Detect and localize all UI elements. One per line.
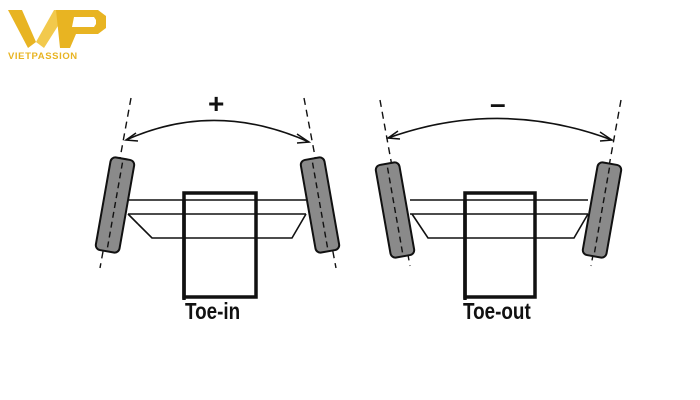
toe-out-diagram (374, 99, 623, 300)
toe-out-left-wheel (374, 161, 416, 259)
toe-out-right-wheel (581, 161, 623, 259)
brand-name: VIETPASSION (8, 51, 78, 62)
toe-in-left-wheel (94, 156, 136, 254)
toe-in-sign: + (208, 88, 225, 119)
toe-in-diagram (94, 97, 341, 300)
toe-out-sign: – (490, 88, 506, 119)
toe-in-label: Toe-in (185, 298, 241, 324)
vp-logo-icon (8, 10, 106, 48)
vietpassion-logo: VIETPASSION (6, 4, 124, 64)
toe-in-right-wheel (299, 156, 341, 254)
toe-out-label: Toe-out (463, 298, 531, 324)
